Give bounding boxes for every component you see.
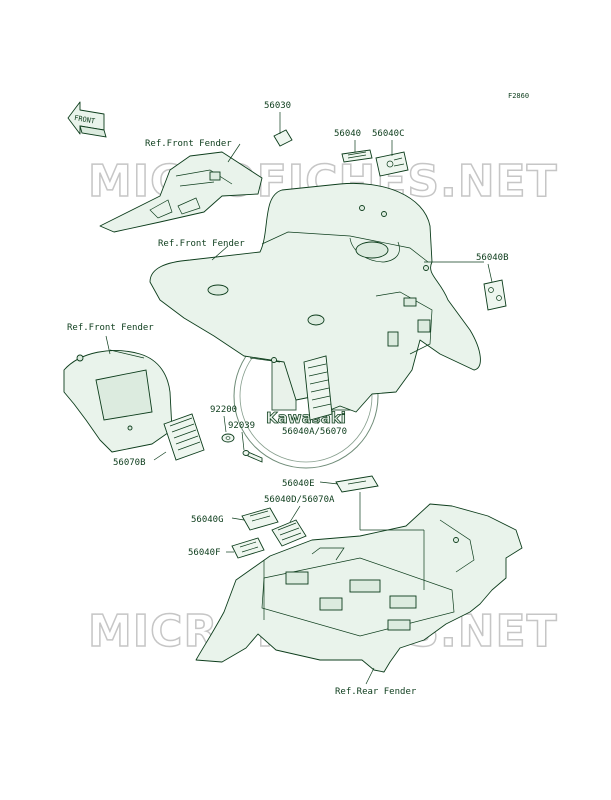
figure-code: F2860 (508, 92, 529, 100)
front-fender-small (99, 151, 263, 233)
label-92039: 92039 (228, 421, 255, 431)
logo-text: Kawasaki (266, 409, 346, 427)
decal-56040F (231, 537, 265, 559)
label-56040E: 56040E (282, 479, 315, 489)
label-56070B: 56070B (113, 458, 146, 468)
label-56040D-56070A: 56040D/56070A (264, 495, 335, 505)
label-56040F: 56040F (188, 548, 221, 558)
part-92039-bolt (242, 450, 263, 463)
part-92200-washer (221, 433, 235, 443)
front-arrow-label: FRONT (73, 114, 96, 126)
label-56040: 56040 (334, 129, 361, 139)
leader-lines (105, 112, 493, 685)
decal-56040G (241, 507, 279, 531)
label-92200: 92200 (210, 405, 237, 415)
decal-56040D-56070A (271, 519, 307, 547)
decal-56040 (341, 149, 373, 163)
decal-56040B (483, 279, 507, 311)
label-56040B: 56040B (476, 253, 509, 263)
decal-56040A-56070 (303, 355, 333, 421)
front-arrow-icon: FRONT (67, 101, 107, 138)
label-ref-front-fender-3: Ref.Front Fender (67, 323, 154, 333)
part-56030-washer (273, 129, 293, 147)
label-56030: 56030 (264, 101, 291, 111)
label-ref-rear-fender: Ref.Rear Fender (335, 687, 417, 697)
label-56040C: 56040C (372, 129, 405, 139)
decal-56040C (375, 151, 409, 177)
decal-56040E (335, 475, 379, 493)
label-ref-front-fender-1: Ref.Front Fender (145, 139, 232, 149)
rear-fender (195, 503, 523, 673)
front-fender-left (63, 349, 173, 453)
label-56040G: 56040G (191, 515, 224, 525)
label-56040A-56070: 56040A/56070 (282, 427, 347, 437)
label-ref-front-fender-2: Ref.Front Fender (158, 239, 245, 249)
decal-56070B (163, 413, 205, 461)
